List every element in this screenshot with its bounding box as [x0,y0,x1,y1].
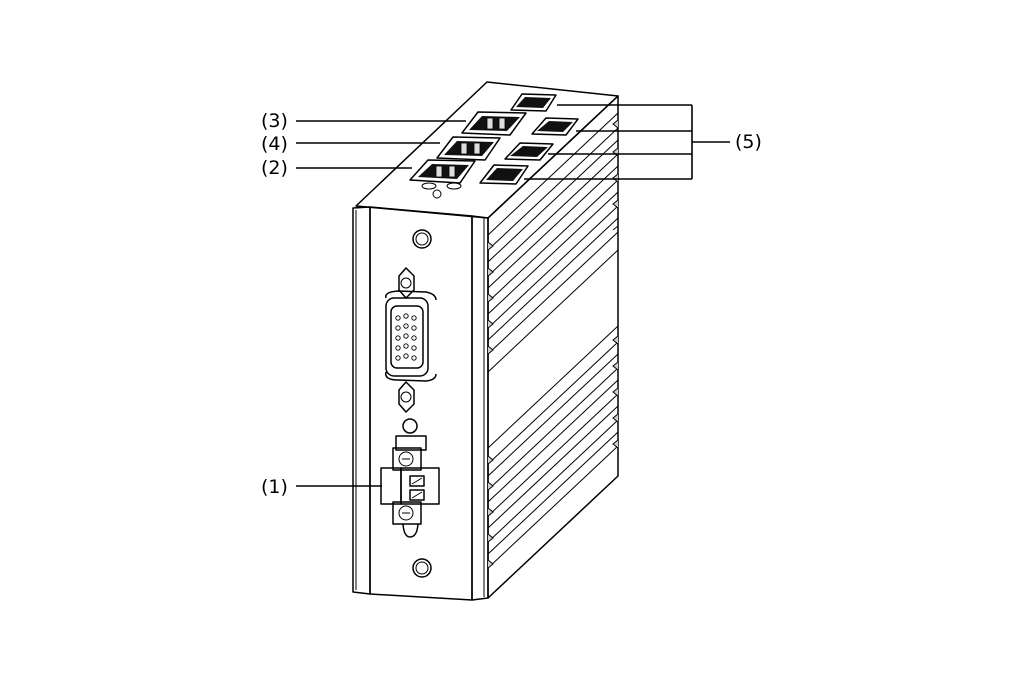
mounting-hole-bottom [412,558,432,578]
device-housing [352,81,619,601]
mounting-hole-mid [402,418,418,434]
port-2 [409,159,476,199]
port-group-5 [479,93,579,185]
callout-4: (4) [261,133,288,155]
cooling-fins [487,112,619,569]
fin-notches [487,119,619,569]
port-4 [436,136,501,161]
housing-front-face [369,206,473,601]
mounting-hole-top [412,229,432,249]
port-3 [461,111,527,136]
port-5d [479,164,529,185]
vga-connector [385,267,437,413]
port-5b [531,117,579,136]
top-ports [409,93,579,199]
port-5a [510,93,557,112]
leader-lines [296,104,730,487]
callout-labels: (3) (4) (2) (5) (1) [261,110,762,498]
power-terminal [380,435,440,538]
callout-1: (1) [261,476,288,498]
front-panel [380,229,440,578]
housing-right-rail [471,215,489,601]
callout-3: (3) [261,110,288,132]
housing-left-rail [352,206,371,595]
port-5c [504,142,554,161]
callout-5: (5) [735,131,762,153]
callout-2: (2) [261,157,288,179]
